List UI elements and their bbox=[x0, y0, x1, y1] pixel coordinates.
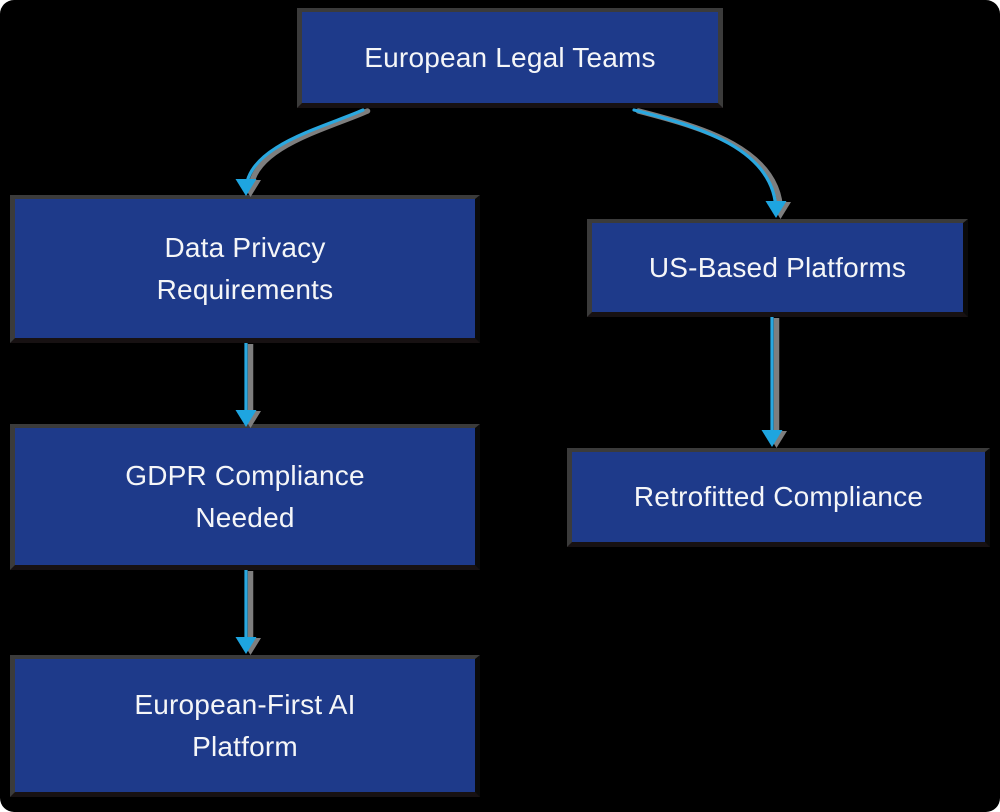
node-european-first-ai-platform: European-First AI Platform bbox=[10, 655, 480, 797]
edge-shadow bbox=[247, 108, 371, 194]
node-label: European-First AI Platform bbox=[134, 688, 356, 762]
edge-legal-to-privacy bbox=[244, 108, 365, 192]
node-us-based-platforms: US-Based Platforms bbox=[587, 219, 968, 317]
arrowhead-down-icon bbox=[761, 430, 783, 447]
node-label: Retrofitted Compliance bbox=[633, 481, 924, 512]
node-label: European Legal Teams bbox=[364, 41, 656, 73]
node-label: GDPR Compliance Needed bbox=[125, 459, 365, 533]
node-retrofitted-compliance: Retrofitted Compliance bbox=[567, 448, 990, 547]
arrowhead-down-icon bbox=[235, 179, 257, 196]
arrowhead-down-icon bbox=[765, 201, 787, 218]
node-european-legal-teams: European Legal Teams bbox=[297, 8, 723, 108]
edge-shadows bbox=[240, 108, 791, 655]
arrowhead-shadow bbox=[766, 431, 787, 448]
node-gdpr-compliance-needed: GDPR Compliance Needed bbox=[10, 424, 480, 570]
arrowhead-shadow bbox=[770, 202, 791, 219]
arrowhead-shadow bbox=[240, 638, 261, 655]
node-label: Data Privacy Requirements bbox=[156, 231, 334, 305]
edge-legal-to-usplatforms bbox=[632, 108, 778, 214]
arrowhead-down-icon bbox=[235, 637, 257, 654]
edge-lines bbox=[235, 108, 787, 654]
node-label: US-Based Platforms bbox=[648, 251, 907, 283]
node-data-privacy-requirements: Data Privacy Requirements bbox=[10, 195, 480, 343]
edge-shadow bbox=[635, 108, 784, 216]
